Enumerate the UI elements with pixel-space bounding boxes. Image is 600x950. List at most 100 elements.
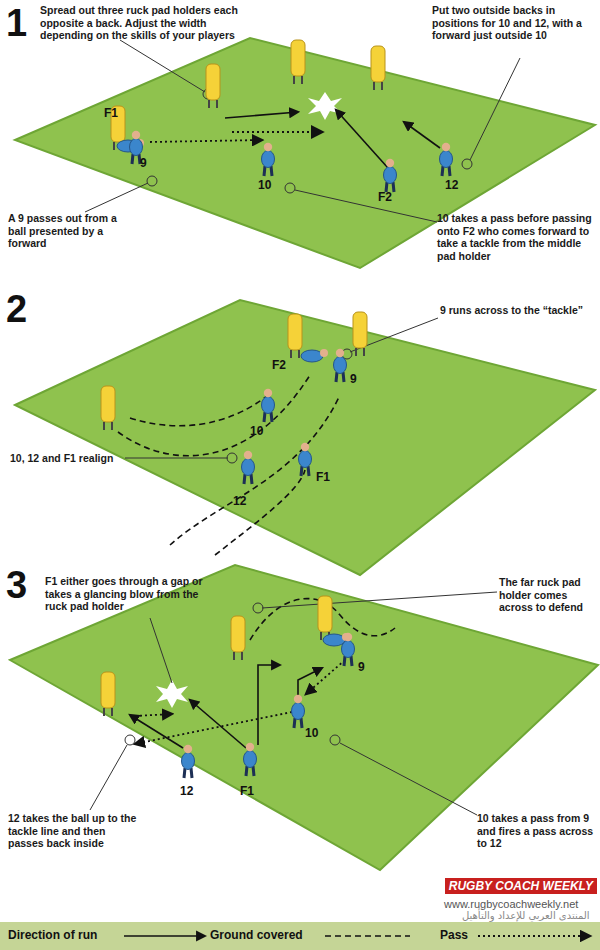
run-line	[336, 110, 388, 168]
legend-bar	[0, 922, 600, 950]
pad-holder-leg	[293, 76, 295, 84]
player-leg	[393, 182, 394, 192]
legend-run-sample	[124, 935, 205, 937]
player-body	[342, 641, 355, 658]
player-label: 10	[258, 178, 271, 192]
pad-holder-leg	[290, 350, 292, 358]
player-leg	[343, 372, 344, 382]
pad-holder-leg	[373, 82, 375, 90]
player-label: F1	[104, 106, 118, 120]
callout-text: Spread out three ruck pad holders each o…	[40, 4, 250, 42]
player-leg	[351, 656, 352, 666]
panel-number: 3	[6, 566, 27, 604]
player-label: 10	[305, 726, 318, 740]
impact-burst	[308, 92, 342, 120]
player-leg	[264, 166, 265, 176]
pad-holder-leg	[111, 708, 113, 716]
legend-text: Direction of run	[8, 928, 97, 942]
player-leg	[294, 718, 295, 728]
legend-pass-sample	[478, 935, 590, 937]
pad-holder-leg	[241, 652, 243, 660]
leader-line	[125, 458, 228, 459]
leader-dot	[285, 183, 295, 193]
run-line	[225, 112, 298, 118]
figures	[101, 40, 453, 778]
player-label: F1	[316, 470, 330, 484]
leader-line	[262, 592, 497, 608]
player-leg	[132, 154, 133, 164]
website-url: www.rugbycoachweekly.net	[444, 898, 578, 910]
pad-holder-leg	[301, 76, 303, 84]
pass-line	[150, 140, 262, 142]
callout-text: 10 takes a pass before passing onto F2 w…	[437, 212, 597, 262]
ruck-pad	[288, 314, 302, 350]
pitch	[10, 565, 598, 870]
player-label: 10	[250, 424, 263, 438]
player-leg	[301, 718, 302, 728]
player-leg	[191, 768, 192, 778]
player-leg	[264, 412, 265, 422]
ground-covered	[118, 375, 310, 456]
player-leg	[449, 166, 450, 176]
leader-dot	[147, 176, 157, 186]
panel-number: 1	[6, 4, 27, 42]
run-line	[404, 122, 440, 148]
player-leg	[253, 766, 254, 776]
run-line	[258, 665, 280, 745]
ruck-pad	[206, 64, 220, 100]
callout-text: Put two outside backs in positions for 1…	[432, 4, 597, 42]
ruck-pad	[291, 40, 305, 76]
player-leg	[271, 166, 272, 176]
player-leg	[246, 766, 247, 776]
leader-dot	[330, 735, 340, 745]
run-line	[190, 700, 246, 748]
player-body	[262, 151, 275, 168]
callout-text: 9 runs across to the “tackle”	[440, 304, 590, 317]
player-label: 12	[445, 178, 458, 192]
player-leg	[271, 412, 272, 422]
leader-line	[85, 183, 148, 212]
pad-holder-leg	[233, 652, 235, 660]
pass-line	[232, 131, 322, 133]
leader-line	[340, 743, 477, 815]
player-head	[132, 131, 140, 139]
player-body	[244, 751, 257, 768]
player-leg	[344, 656, 345, 666]
player-label: 9	[358, 660, 365, 674]
ruck-pad	[371, 46, 385, 82]
pad-holder-leg	[381, 82, 383, 90]
pad-holder-leg	[103, 422, 105, 430]
player-label: F2	[378, 190, 392, 204]
pad-holder-leg	[113, 142, 115, 150]
callout-text: 10, 12 and F1 realign	[10, 452, 122, 465]
leader-dot	[253, 603, 263, 613]
player-head	[264, 389, 272, 397]
run-line	[298, 668, 322, 700]
player-body	[182, 753, 195, 770]
ruck-pad	[101, 672, 115, 708]
ruck-pad	[231, 616, 245, 652]
logo-text: RUGBY COACH WEEKLY	[445, 878, 597, 894]
leader-dot	[125, 735, 135, 745]
leader-line	[120, 40, 205, 92]
player-body	[299, 451, 312, 468]
player-body	[384, 167, 397, 184]
player-leg	[251, 474, 252, 484]
player-label: 9	[140, 156, 147, 170]
pad-holder-leg	[208, 100, 210, 108]
panel-number: 2	[6, 290, 27, 328]
player-body	[292, 703, 305, 720]
pad-holder-leg	[103, 708, 105, 716]
player-leg	[301, 466, 302, 476]
player-body	[440, 151, 453, 168]
callout-text: 12 takes the ball up to the tackle line …	[8, 812, 138, 850]
pass-line	[306, 660, 345, 694]
player-label: 9	[350, 372, 357, 386]
player-head	[344, 633, 352, 641]
pad-holder-leg	[355, 348, 357, 356]
pass-line	[135, 714, 172, 716]
player-head	[320, 349, 328, 357]
leader-dot	[227, 453, 237, 463]
player-body	[334, 357, 347, 374]
